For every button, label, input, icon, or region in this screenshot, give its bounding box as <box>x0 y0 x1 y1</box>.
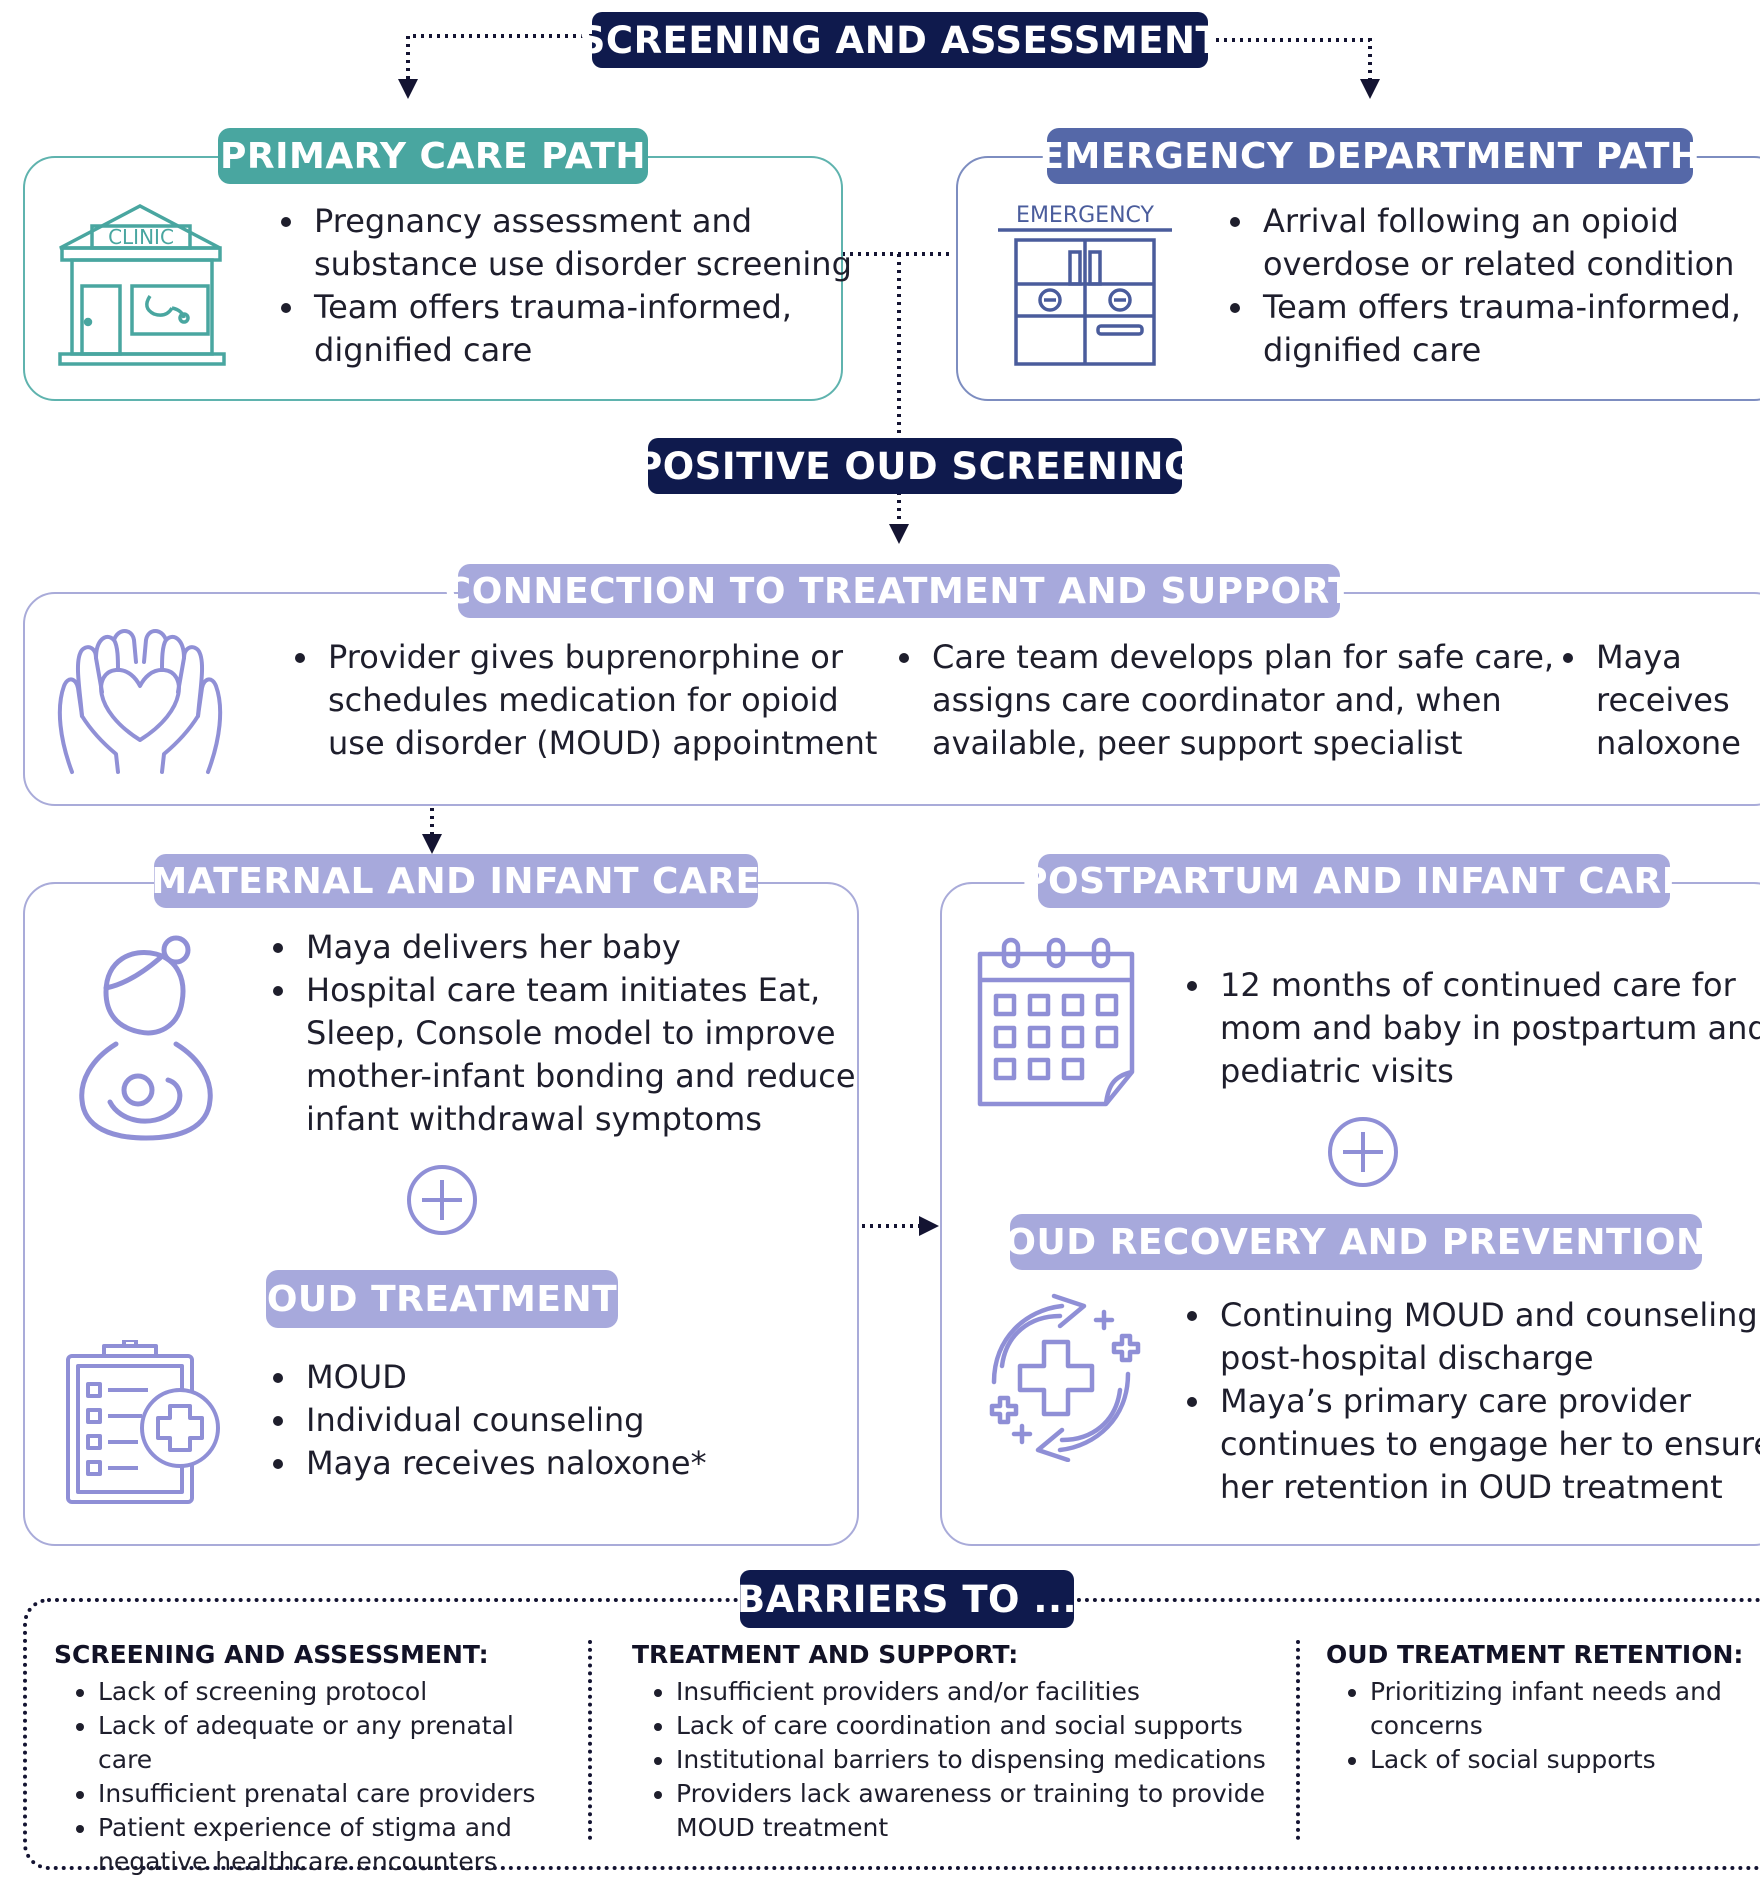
connection-box <box>23 592 1760 806</box>
list-item: Maya delivers her baby <box>300 926 880 969</box>
list-item: Insufficient prenatal care providers <box>98 1777 574 1811</box>
list-item: Maya receives naloxone <box>1590 636 1760 765</box>
list-item: Individual counseling <box>300 1399 860 1442</box>
barriers-divider <box>588 1640 592 1840</box>
list-item: Lack of social supports <box>1370 1743 1746 1777</box>
oud-treatment-list: MOUD Individual counseling Maya receives… <box>258 1356 860 1485</box>
barriers-treatment-heading: TREATMENT AND SUPPORT: <box>632 1640 1019 1669</box>
emergency-door-icon: EMERGENCY <box>994 198 1176 370</box>
primary-care-path-box <box>23 156 843 401</box>
list-item: Pregnancy assessment and substance use d… <box>308 200 868 286</box>
list-item: MOUD <box>300 1356 860 1399</box>
plus-circle-icon <box>1327 1116 1399 1188</box>
list-item: Maya receives naloxone* <box>300 1442 860 1485</box>
emergency-list: Arrival following an opioid overdose or … <box>1215 200 1760 372</box>
list-item: Patient experience of stigma and negativ… <box>98 1811 574 1879</box>
plus-circle-icon <box>406 1164 478 1236</box>
list-item: Maya’s primary care provider continues t… <box>1214 1380 1760 1509</box>
oud-treatment-title: OUD TREATMENT <box>266 1270 618 1328</box>
clinic-label: CLINIC <box>108 225 174 249</box>
barriers-retention: OUD TREATMENT RETENTION: Prioritizing in… <box>1326 1640 1746 1777</box>
list-item: Lack of care coordination and social sup… <box>676 1709 1282 1743</box>
postpartum-title: POSTPARTUM AND INFANT CARE <box>1021 854 1686 908</box>
list-item: Care team develops plan for safe care, a… <box>926 636 1566 765</box>
emergency-label: EMERGENCY <box>1016 203 1154 228</box>
list-item: Lack of adequate or any prenatal care <box>98 1709 574 1777</box>
postpartum-list: 12 months of continued care for mom and … <box>1172 964 1760 1093</box>
barriers-screening-heading: SCREENING AND ASSESSMENT: <box>54 1640 489 1669</box>
maternal-infant-list: Maya delivers her baby Hospital care tea… <box>258 926 880 1141</box>
list-item: Provider gives buprenorphine or schedule… <box>322 636 892 765</box>
oud-recovery-title: OUD RECOVERY AND PREVENTION <box>1005 1214 1706 1270</box>
list-item: Team offers trauma-informed, dignified c… <box>308 286 868 372</box>
emergency-path-title: EMERGENCY DEPARTMENT PATH <box>1039 128 1700 184</box>
list-item: Providers lack awareness or training to … <box>676 1777 1282 1845</box>
screening-assessment-header: SCREENING AND ASSESSMENT <box>579 12 1221 68</box>
list-item: Arrival following an opioid overdose or … <box>1257 200 1760 286</box>
primary-care-path-title: PRIMARY CARE PATH <box>218 128 648 184</box>
barriers-screening: SCREENING AND ASSESSMENT: Lack of screen… <box>54 1640 574 1879</box>
list-item: Insufficient providers and/or facilities <box>676 1675 1282 1709</box>
mother-baby-icon <box>76 932 216 1142</box>
list-item: Team offers trauma-informed, dignified c… <box>1257 286 1760 372</box>
clipboard-medical-icon <box>62 1340 222 1508</box>
list-item: Hospital care team initiates Eat, Sleep,… <box>300 969 880 1141</box>
primary-care-list: Pregnancy assessment and substance use d… <box>266 200 868 372</box>
clinic-icon: CLINIC <box>50 200 230 370</box>
list-item: Lack of screening protocol <box>98 1675 574 1709</box>
maternal-infant-title: MATERNAL AND INFANT CARE <box>151 854 760 908</box>
connection-list-2: Care team develops plan for safe care, a… <box>884 636 1566 765</box>
connection-title: CONNECTION TO TREATMENT AND SUPPORT <box>445 564 1353 618</box>
recovery-cycle-icon <box>978 1292 1148 1462</box>
oud-recovery-list: Continuing MOUD and counseling post-hosp… <box>1172 1294 1760 1509</box>
barriers-title: BARRIERS TO ... <box>737 1570 1077 1628</box>
connection-list-1: Provider gives buprenorphine or schedule… <box>280 636 892 765</box>
positive-oud-screening: POSITIVE OUD SCREENING <box>635 438 1194 494</box>
list-item: Prioritizing infant needs and concerns <box>1370 1675 1746 1743</box>
list-item: 12 months of continued care for mom and … <box>1214 964 1760 1093</box>
list-item: Institutional barriers to dispensing med… <box>676 1743 1282 1777</box>
barriers-retention-heading: OUD TREATMENT RETENTION: <box>1326 1640 1744 1669</box>
heart-hands-icon <box>52 620 228 780</box>
list-item: Continuing MOUD and counseling post-hosp… <box>1214 1294 1760 1380</box>
barriers-treatment: TREATMENT AND SUPPORT: Insufficient prov… <box>632 1640 1282 1845</box>
barriers-divider <box>1296 1640 1300 1840</box>
connection-list-3: Maya receives naloxone <box>1548 636 1760 765</box>
calendar-icon <box>974 934 1138 1114</box>
